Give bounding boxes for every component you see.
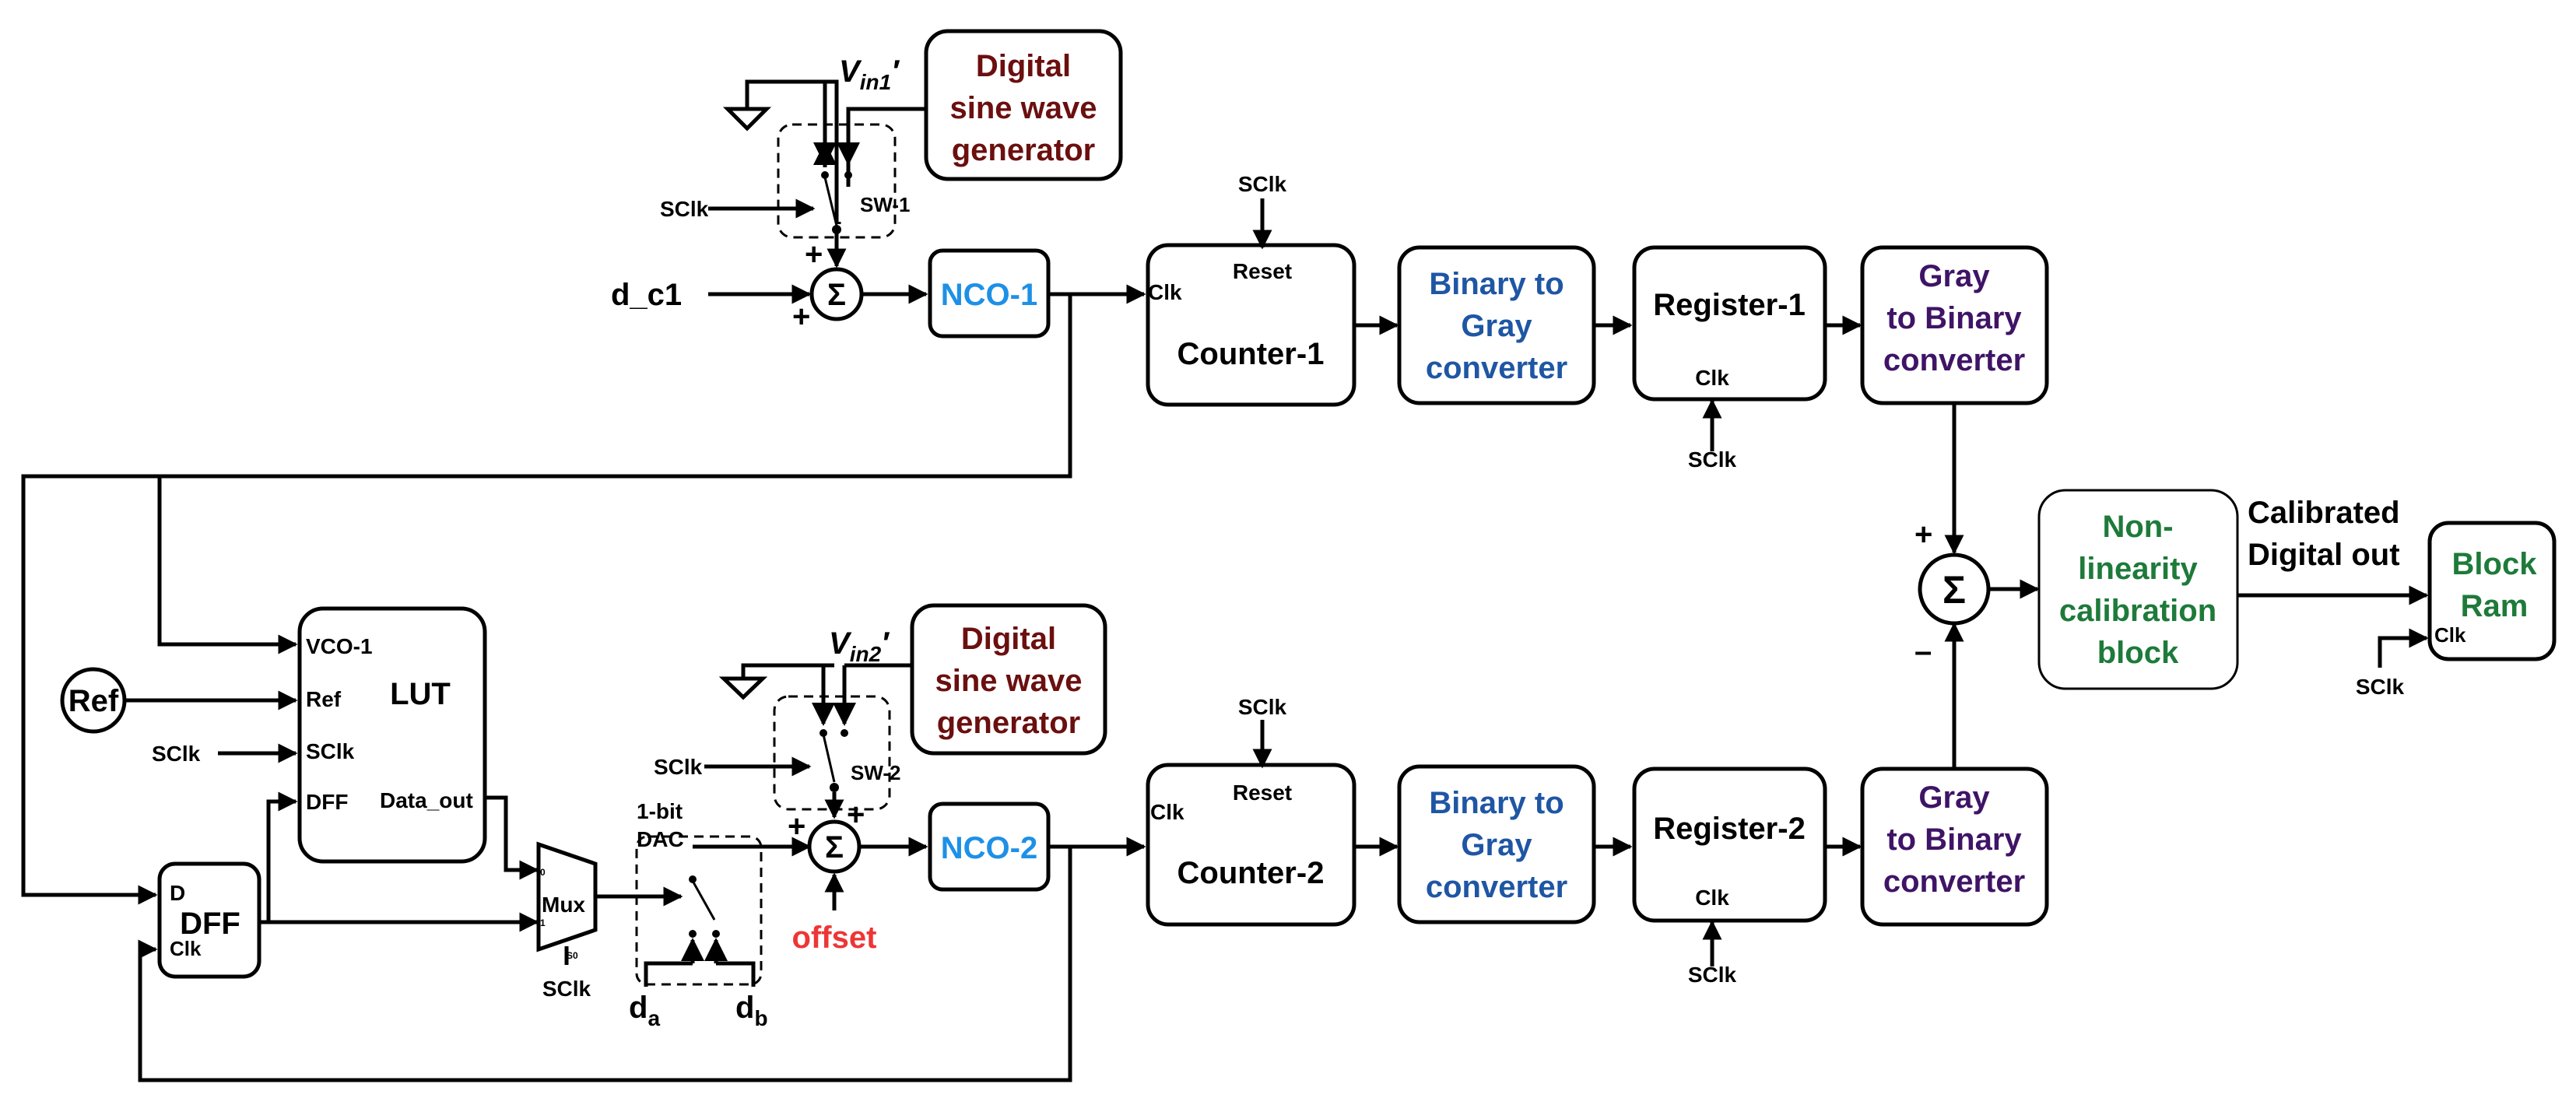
calib-line2: linearity: [2078, 552, 2198, 586]
gen1-line3: generator: [952, 133, 1096, 167]
counter-2-clk: Clk: [1150, 800, 1184, 824]
register-1-clk: Clk: [1695, 366, 1729, 390]
sine-generator-2: [910, 603, 1107, 756]
nco-1-label: NCO-1: [941, 278, 1037, 312]
sclk-label-reg2: SClk: [1688, 963, 1737, 987]
b2g2-line2: Gray: [1461, 828, 1532, 862]
counter-1-label: Counter-1: [1177, 337, 1325, 371]
plus-sign-2b: +: [847, 798, 865, 832]
plus-sign-out: +: [1914, 517, 1932, 552]
dac-switch-blade: [691, 880, 716, 921]
dac-boundary: [635, 835, 763, 986]
minus-sign-out: –: [1914, 634, 1932, 668]
lut-port-vco1: VCO-1: [306, 634, 373, 658]
gen2-line3: generator: [937, 706, 1081, 740]
g2b2-line2: to Binary: [1886, 823, 2022, 857]
calibration-block: [2037, 489, 2239, 690]
gen1-line2: sine wave: [949, 91, 1097, 125]
bram-clk: Clk: [2434, 623, 2466, 647]
ref-label: Ref: [68, 684, 119, 718]
offset-label: offset: [792, 921, 877, 955]
sclk-label-sw1: SClk: [660, 197, 709, 221]
nco-2-label: NCO-2: [941, 831, 1037, 865]
sw1-blade: [823, 177, 838, 226]
counter-2-reset: Reset: [1233, 781, 1292, 805]
vin2-label: Vin2′: [829, 626, 890, 666]
sw2-boundary: [773, 695, 891, 811]
sigma-1: Σ: [827, 278, 846, 312]
dac-line2: DAC: [637, 827, 684, 851]
bram-line2: Ram: [2461, 589, 2529, 623]
sw2-blade: [822, 734, 836, 783]
dc1-label: d_c1: [611, 278, 682, 312]
ground-icon: [722, 79, 839, 222]
sclk-label-bram: SClk: [2356, 675, 2405, 699]
calibrated-out-line1: Calibrated: [2248, 496, 2400, 530]
vin1-label: Vin1′: [839, 54, 900, 94]
dff-label: DFF: [180, 907, 240, 941]
da-label: da: [629, 991, 660, 1030]
ground-icon: [718, 663, 834, 700]
sw2-label: SW-2: [851, 761, 900, 784]
counter-1-reset: Reset: [1233, 259, 1292, 283]
counter-1-clk: Clk: [1148, 280, 1182, 304]
block-ram: [2427, 521, 2557, 661]
plus-sign-2a: +: [788, 809, 805, 844]
sine-generator-1: [924, 29, 1123, 181]
mux-in0: 0: [540, 867, 546, 878]
lut-block: [297, 606, 487, 864]
lut-port-dff: DFF: [306, 790, 348, 814]
gen2-line2: sine wave: [935, 664, 1082, 698]
sigma-out: Σ: [1943, 568, 1966, 612]
lut-port-sclk: SClk: [306, 739, 355, 763]
calib-line1: Non-: [2102, 510, 2173, 544]
lut-port-data-out: Data_out: [380, 788, 473, 812]
g2b1-line2: to Binary: [1886, 301, 2022, 335]
register-2-clk: Clk: [1695, 886, 1729, 910]
calibrated-out-line2: Digital out: [2248, 538, 2400, 572]
mux-sel: S0: [567, 950, 578, 961]
dff-port-clk: Clk: [170, 937, 202, 960]
binary-to-gray-2: [1397, 764, 1596, 924]
counter-2-label: Counter-2: [1177, 856, 1325, 890]
g2b2-line1: Gray: [1918, 781, 1990, 815]
mux-block: [536, 841, 598, 952]
sclk-label-sw2: SClk: [654, 755, 703, 779]
g2b1-line1: Gray: [1918, 259, 1990, 293]
sw1-label: SW-1: [860, 193, 910, 216]
calib-line4: block: [2097, 636, 2179, 670]
b2g2-line1: Binary to: [1429, 786, 1563, 820]
sigma-2: Σ: [825, 830, 844, 865]
g2b2-line3: converter: [1883, 865, 2025, 899]
b2g1-line3: converter: [1426, 351, 1567, 385]
sclk-label-lut: SClk: [152, 742, 201, 766]
mux-label: Mux: [542, 893, 585, 917]
dff-port-d: D: [170, 881, 185, 905]
sclk-label-counter2: SClk: [1238, 695, 1287, 719]
gen1-line1: Digital: [976, 49, 1071, 83]
register-1-label: Register-1: [1653, 288, 1806, 322]
g2b1-line3: converter: [1883, 343, 2025, 377]
lut-label: LUT: [390, 677, 451, 711]
sclk-label-counter1: SClk: [1238, 172, 1287, 196]
register-2-label: Register-2: [1653, 812, 1806, 846]
sum-junction-1: [809, 267, 864, 321]
plus-sign-1a: +: [805, 237, 823, 272]
plus-sign-1b: +: [792, 300, 810, 334]
bram-line1: Block: [2452, 547, 2538, 581]
lut-port-ref: Ref: [306, 687, 342, 711]
mux-in1: 1: [540, 917, 546, 928]
b2g1-line1: Binary to: [1429, 267, 1563, 301]
dac-line1: 1-bit: [637, 799, 683, 823]
gen2-line1: Digital: [961, 622, 1056, 656]
calib-line3: calibration: [2059, 594, 2216, 628]
sclk-label-reg1: SClk: [1688, 447, 1737, 472]
b2g2-line3: converter: [1426, 870, 1567, 904]
db-label: db: [735, 991, 768, 1030]
b2g1-line2: Gray: [1461, 309, 1532, 343]
sclk-label-mux: SClk: [542, 977, 591, 1001]
register-1-block: [1632, 245, 1827, 402]
